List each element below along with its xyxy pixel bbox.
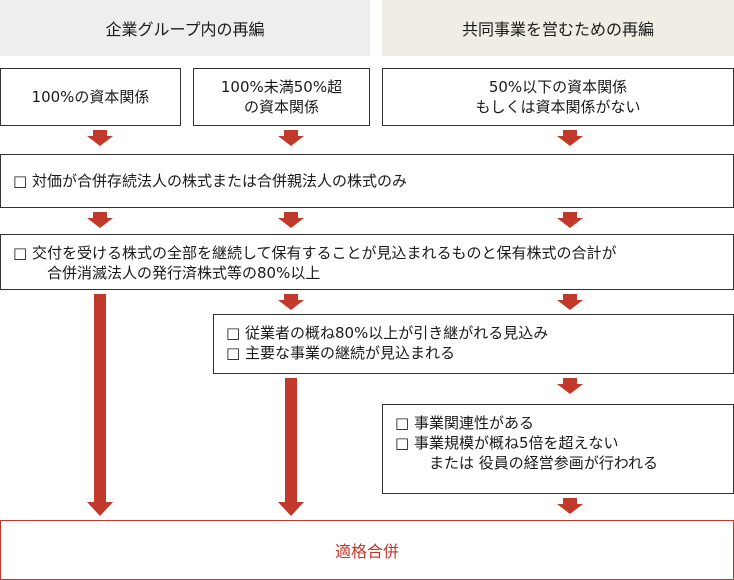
box-50-100-percent: 100%未満50%超 の資本関係 — [193, 68, 370, 126]
arrow-col1-long — [87, 294, 113, 516]
arrow-col2-row3 — [278, 294, 304, 310]
arrow-col2-long — [278, 378, 304, 516]
box-50-100-line2: の資本関係 — [243, 98, 319, 116]
arrow-col3-row5 — [557, 498, 583, 514]
box-100-percent: 100%の資本関係 — [0, 68, 181, 126]
header-group-reorganization: 企業グループ内の再編 — [0, 0, 370, 56]
arrow-col3-row4 — [557, 378, 583, 394]
arrow-col3-row1 — [557, 130, 583, 146]
arrow-col3-row2 — [557, 212, 583, 228]
arrow-col1-row1 — [87, 130, 113, 146]
condition-consideration-box: □ 対価が合併存続法人の株式または合併親法人の株式のみ — [0, 154, 734, 208]
condition-scale-or: または 役員の経営参画が行われる — [429, 454, 659, 472]
box-50-100-line1: 100%未満50%超 — [220, 78, 343, 96]
condition-business: □ 主要な事業の継続が見込まれる — [226, 344, 455, 362]
condition-employees: □ 従業者の概ね80%以上が引き継がれる見込み — [226, 324, 549, 342]
arrow-col1-row2 — [87, 212, 113, 228]
condition-shares-line2: 合併消滅法人の発行済株式等の80%以上 — [47, 264, 321, 282]
condition-employees-business-box: □ 従業者の概ね80%以上が引き継がれる見込み □ 主要な事業の継続が見込まれる — [213, 314, 734, 374]
box-50-or-less: 50%以下の資本関係 もしくは資本関係がない — [382, 68, 734, 126]
box-100-percent-label: 100%の資本関係 — [31, 88, 150, 106]
condition-relevance-scale-box: □ 事業関連性がある □ 事業規模が概ね5倍を超えない または 役員の経営参画が… — [382, 404, 734, 494]
box-50-or-less-line1: 50%以下の資本関係 — [488, 78, 628, 96]
condition-scale: □ 事業規模が概ね5倍を超えない — [395, 434, 619, 452]
box-50-or-less-line2: もしくは資本関係がない — [475, 98, 641, 116]
result-qualified-merger: 適格合併 — [0, 520, 734, 580]
arrow-col3-row3 — [557, 294, 583, 310]
condition-relevance: □ 事業関連性がある — [395, 414, 534, 432]
condition-shares-line1: □ 交付を受ける株式の全部を継続して保有することが見込まれるものと保有株式の合計… — [13, 244, 617, 262]
condition-consideration: □ 対価が合併存続法人の株式または合併親法人の株式のみ — [13, 172, 407, 190]
condition-shares-box: □ 交付を受ける株式の全部を継続して保有することが見込まれるものと保有株式の合計… — [0, 234, 734, 290]
header-joint-business-reorganization: 共同事業を営むための再編 — [382, 0, 734, 56]
arrow-col2-row2 — [278, 212, 304, 228]
arrow-col2-row1 — [278, 130, 304, 146]
